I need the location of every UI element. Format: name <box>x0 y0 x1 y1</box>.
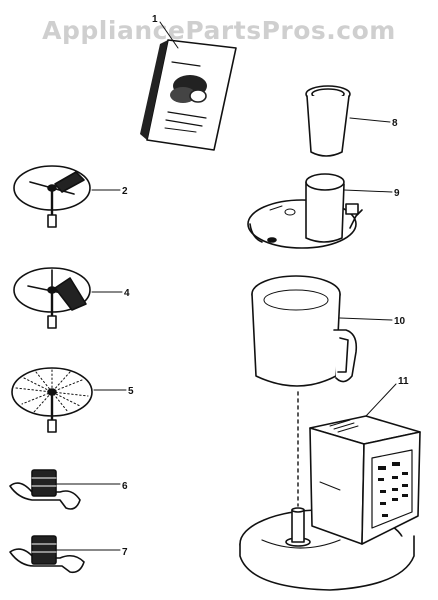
callout-2: 2 <box>122 186 128 197</box>
part-11-motor-base <box>239 383 421 591</box>
callout-6: 6 <box>122 481 128 492</box>
part-7-dough-blade <box>9 535 121 574</box>
callout-4: 4 <box>124 288 130 299</box>
callout-7: 7 <box>122 547 128 558</box>
callout-1: 1 <box>152 14 158 25</box>
part-2-slicing-disc <box>13 165 121 228</box>
callout-9: 9 <box>394 188 400 199</box>
part-1-instruction-booklet <box>140 21 237 151</box>
part-4-shredding-disc <box>13 267 123 329</box>
callout-8: 8 <box>392 118 398 129</box>
watermark-text: AppliancePartsPros.com <box>42 16 396 45</box>
part-6-chopping-blade <box>9 469 121 510</box>
part-8-food-pusher <box>305 85 391 157</box>
part-10-work-bowl <box>251 275 393 387</box>
part-9-cover-feed-tube <box>247 173 393 249</box>
callout-10: 10 <box>394 316 406 327</box>
callout-11: 11 <box>398 376 409 387</box>
part-5-grating-disc <box>11 367 127 433</box>
callout-5: 5 <box>128 386 134 397</box>
